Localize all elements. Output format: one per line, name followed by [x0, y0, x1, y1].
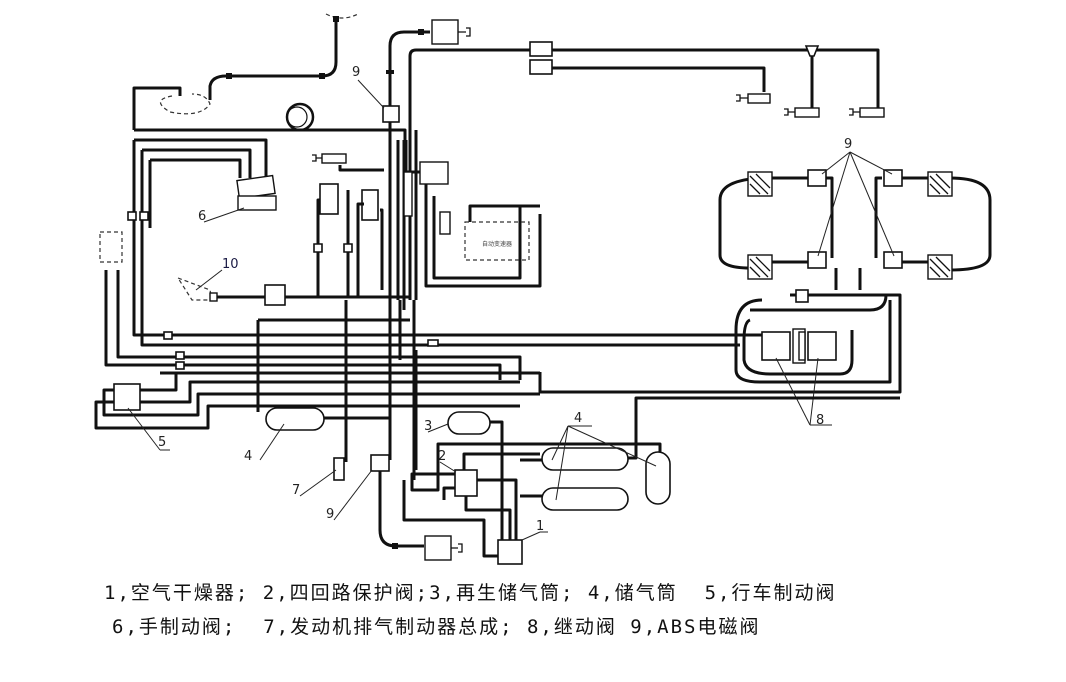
trunk-lines: [344, 130, 542, 480]
callout-9-bottom: 9: [326, 507, 334, 522]
callout-9-top: 9: [352, 65, 360, 80]
callout-6: 6: [198, 209, 206, 224]
callout-9-right: 9: [844, 137, 852, 152]
top-left-assembly: [132, 13, 407, 140]
horizontal-bundle: [99, 231, 730, 470]
legend-line-2: 6,手制动阀; 7,发动机排气制动器总成; 8,继动阀 9,ABS电磁阀: [112, 616, 761, 638]
callout-4-right: 4: [574, 411, 582, 426]
callout-10: 10: [222, 257, 239, 272]
transmission-box: 自动变速器: [419, 161, 540, 261]
reservoir-group: 3 2 4 1: [402, 396, 900, 565]
relay-valves: 8: [538, 289, 902, 428]
callout-1: 1: [536, 519, 544, 534]
left-reservoir: 4 7 9: [244, 407, 463, 561]
callout-7: 7: [292, 483, 300, 498]
abs-valve-top: 9: [352, 19, 540, 300]
callout-3: 3: [424, 419, 432, 434]
wheel-abs-circuit: 9: [718, 137, 992, 290]
front-axle-lines: [529, 41, 885, 118]
fittings: [226, 16, 424, 549]
callout-2: 2: [438, 449, 446, 464]
pedal-area: 10: [176, 153, 410, 306]
legend-line-1: 1,空气干燥器; 2,四回路保护阀;3,再生储气筒; 4,储气筒 5,行车制动阀: [104, 582, 837, 604]
callout-4-left: 4: [244, 449, 252, 464]
callout-8: 8: [816, 413, 824, 428]
service-brake-valve: 5: [94, 373, 540, 451]
callout-5: 5: [158, 435, 166, 450]
transmission-box-label: 自动变速器: [482, 240, 512, 248]
